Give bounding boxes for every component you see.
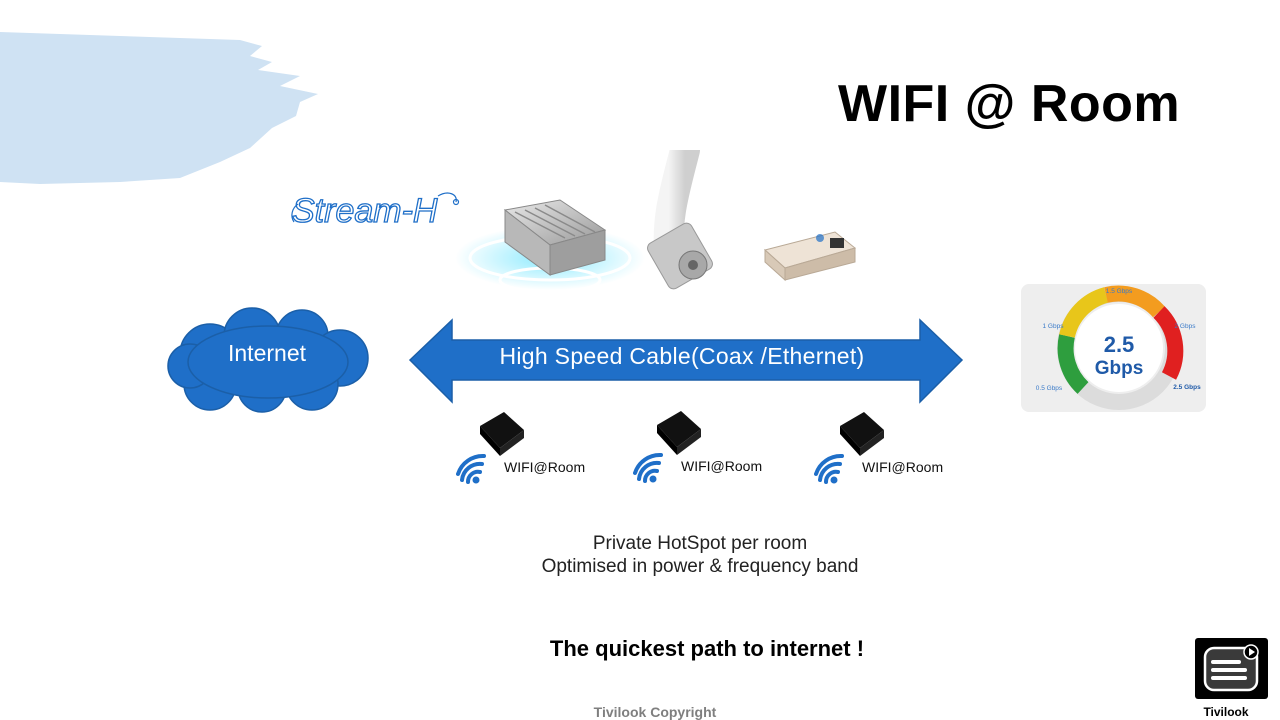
slide-title: WIFI @ Room: [838, 75, 1181, 133]
gauge-tick: 2 Gbps: [1175, 323, 1197, 330]
wifi-signal-icon: [456, 453, 486, 484]
description-line-2: Optimised in power & frequency band: [541, 556, 859, 577]
wifi-device-label: WIFI@Room: [862, 459, 944, 475]
wifi-signal-icon: [633, 452, 663, 483]
set-top-box-icon: [657, 411, 701, 455]
wifi-signal-icon: [814, 453, 844, 484]
wifi-device-label: WIFI@Room: [681, 458, 763, 474]
internet-cloud: [167, 307, 369, 413]
gauge-tick: 1.5 Gbps: [1106, 288, 1133, 295]
wifi-device-3: WIFI@Room: [814, 408, 964, 488]
svg-text:Stream-H: Stream-H: [292, 192, 438, 230]
cable-label: High Speed Cable(Coax /Ethernet): [499, 343, 865, 369]
copyright-notice: Tivilook Copyright: [593, 704, 717, 720]
speed-gauge: 2.5 Gbps 0.5 Gbps 1 Gbps 1.5 Gbps 2 Gbps…: [1036, 285, 1201, 410]
wifi-device-label: WIFI@Room: [504, 459, 586, 475]
tivilook-logo-icon: [1195, 638, 1268, 699]
gauge-tick: 1 Gbps: [1043, 323, 1065, 330]
set-top-box-icon: [480, 412, 524, 456]
set-top-box-icon: [840, 412, 884, 456]
tagline: The quickest path to internet !: [549, 636, 865, 661]
cable-double-arrow: [408, 318, 964, 404]
gauge-value: 2.5: [1104, 332, 1135, 357]
hardware-illustration: [455, 150, 857, 294]
wifi-device-2: WIFI@Room: [633, 407, 783, 487]
tivilook-brand-name: Tivilook: [1203, 705, 1249, 719]
gauge-tick: 0.5 Gbps: [1036, 385, 1063, 392]
description-line-1: Private HotSpot per room: [592, 533, 808, 554]
stream-h-logo: Stream-H: [288, 186, 468, 237]
wifi-device-1: WIFI@Room: [456, 408, 606, 488]
gauge-tick: 2.5 Gbps: [1173, 384, 1201, 391]
internet-label: Internet: [228, 340, 306, 366]
gauge-unit: Gbps: [1095, 358, 1144, 379]
brush-stroke-decoration: [0, 32, 318, 184]
